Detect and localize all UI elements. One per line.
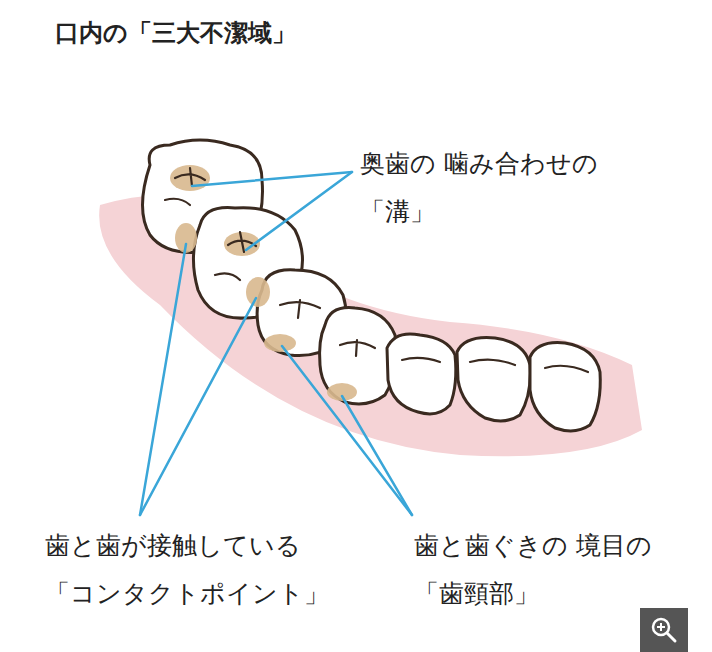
zoom-icon <box>640 608 688 652</box>
leader-line <box>246 172 352 250</box>
gum <box>99 196 642 457</box>
leader-line <box>342 396 412 515</box>
tooth <box>387 334 456 414</box>
tooth <box>320 308 397 404</box>
leader-line <box>140 298 256 515</box>
tooth <box>457 338 530 421</box>
callout-label: 歯と歯ぐきの 境目の「歯頸部」 <box>414 522 704 618</box>
leader-line <box>282 346 412 515</box>
plaque-stains <box>170 165 357 401</box>
title: 口内の「三大不潔域」 <box>55 18 296 48</box>
teeth <box>143 140 601 431</box>
callout-label: 歯と歯が接触している 「コンタクトポイント」 <box>45 522 380 618</box>
leader-line <box>192 172 352 186</box>
callout-label: 奥歯の 噛み合わせの「溝」 <box>360 140 650 236</box>
contact-stain <box>246 277 270 307</box>
neck-stain <box>264 334 296 352</box>
tooth <box>530 343 600 431</box>
